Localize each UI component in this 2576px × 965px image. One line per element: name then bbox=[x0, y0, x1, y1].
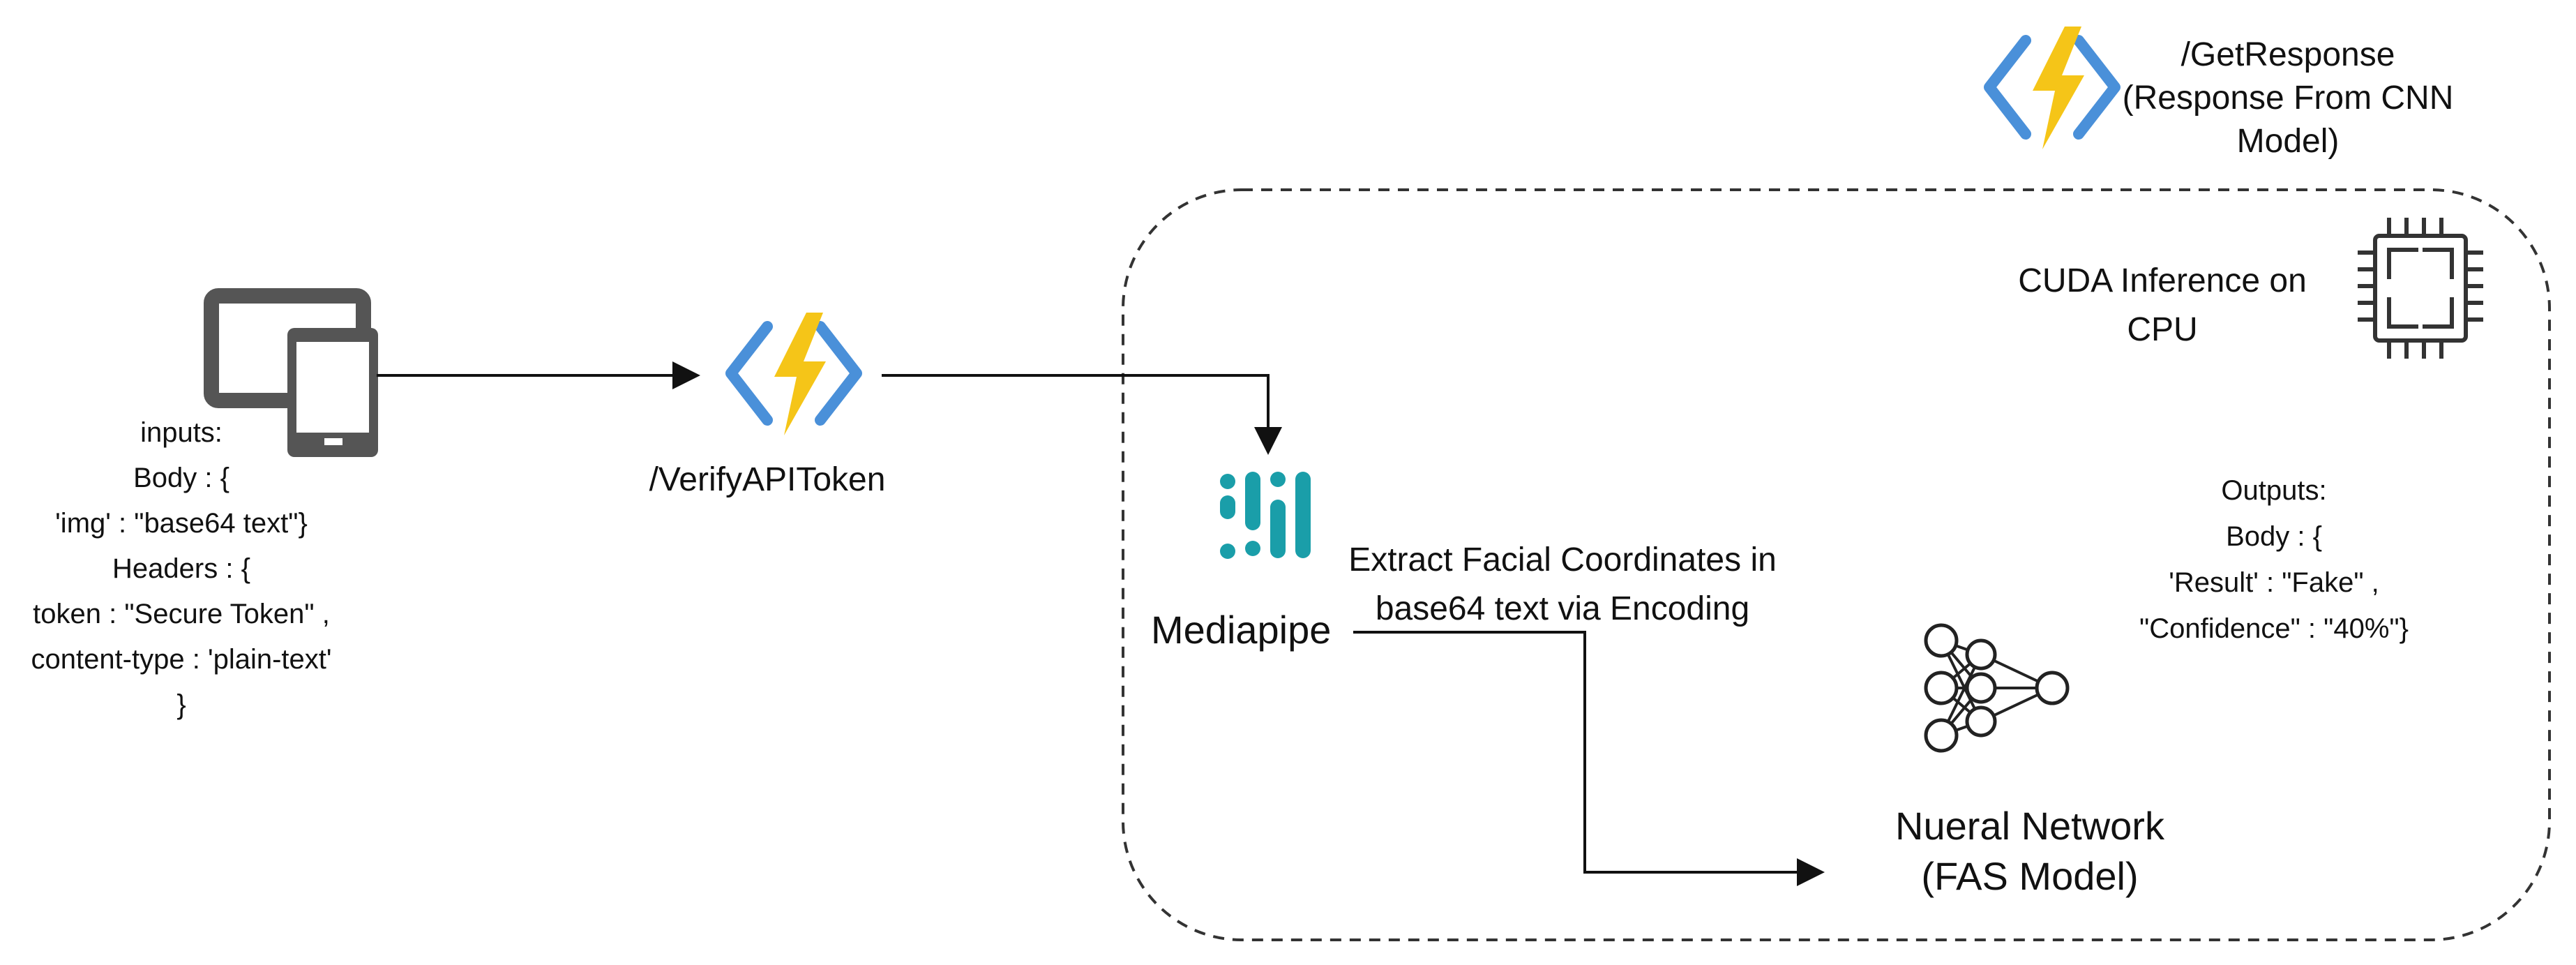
extract-line: base64 text via Encoding bbox=[1375, 590, 1750, 627]
processing-container bbox=[1122, 188, 2551, 941]
nn-line: (FAS Model) bbox=[1921, 854, 2139, 898]
cuda-inference-label: CUDA Inference on CPU bbox=[2009, 257, 2316, 354]
response-outputs-text: Outputs: Body : { 'Result' : "Fake" , "C… bbox=[2065, 467, 2483, 652]
outputs-line: Body : { bbox=[2226, 521, 2322, 552]
azure-function-icon-getresponse bbox=[1984, 27, 2121, 149]
mediapipe-label: Mediapipe bbox=[1151, 608, 1332, 652]
client-device-icon bbox=[204, 288, 378, 457]
inputs-line: 'img' : "base64 text"} bbox=[55, 508, 308, 539]
extract-coordinates-label: Extract Facial Coordinates in base64 tex… bbox=[1339, 536, 1786, 634]
cpu-chip-icon bbox=[2358, 218, 2483, 359]
nn-line: Nueral Network bbox=[1895, 804, 2164, 848]
outputs-line: Outputs: bbox=[2221, 475, 2327, 506]
get-response-line: (Response From CNN bbox=[2122, 80, 2454, 117]
extract-line: Extract Facial Coordinates in bbox=[1348, 541, 1777, 578]
verify-api-token-label: /VerifyAPIToken bbox=[649, 461, 886, 498]
inputs-line: Body : { bbox=[133, 463, 229, 493]
get-response-line: Model) bbox=[2236, 123, 2340, 160]
cuda-line: CUDA Inference on bbox=[2018, 262, 2307, 299]
arrow-verify-to-mediapipe bbox=[882, 374, 1282, 455]
inputs-line: inputs: bbox=[140, 417, 223, 448]
outputs-line: 'Result' : "Fake" , bbox=[2169, 567, 2379, 598]
arrow-mediapipe-to-nn bbox=[1353, 631, 1825, 886]
get-response-label: /GetResponse (Response From CNN Model) bbox=[2093, 33, 2483, 163]
mediapipe-logo-icon bbox=[1220, 472, 1311, 559]
inputs-line: } bbox=[176, 689, 186, 720]
neural-network-icon bbox=[1924, 623, 2070, 753]
neural-network-label: Nueral Network (FAS Model) bbox=[1848, 801, 2211, 902]
inputs-line: Headers : { bbox=[112, 553, 250, 584]
inputs-line: content-type : 'plain-text' bbox=[31, 644, 332, 675]
outputs-line: "Confidence" : "40%"} bbox=[2139, 613, 2409, 644]
inputs-line: token : "Secure Token" , bbox=[33, 599, 330, 629]
cuda-line: CPU bbox=[2127, 311, 2198, 348]
get-response-line: /GetResponse bbox=[2180, 36, 2395, 73]
azure-function-icon-verify bbox=[725, 313, 862, 435]
request-inputs-text: inputs: Body : { 'img' : "base64 text"} … bbox=[0, 410, 363, 728]
